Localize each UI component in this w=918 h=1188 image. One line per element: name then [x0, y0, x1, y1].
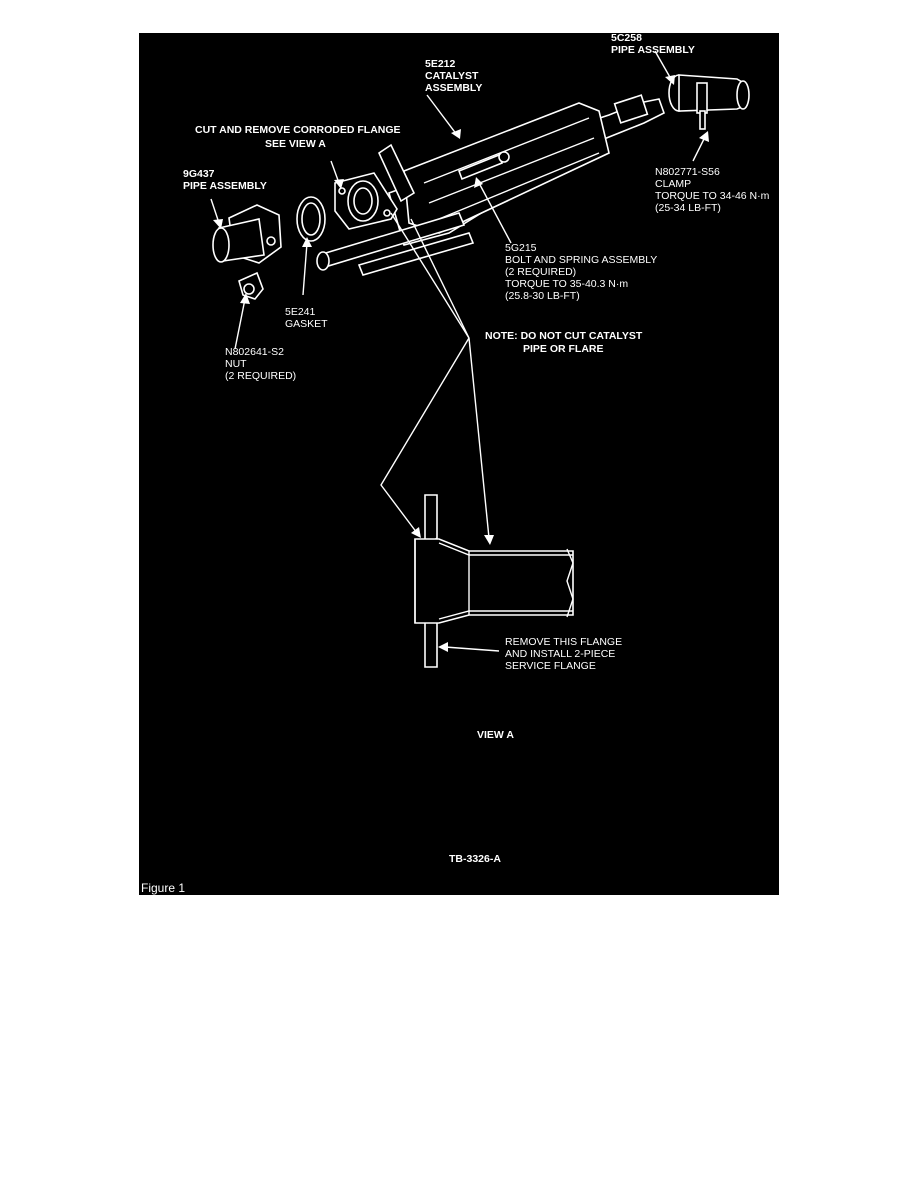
catalyst-5e212-drawing [316, 94, 665, 276]
label-line: 9G437 [183, 168, 215, 180]
label-line: PIPE ASSEMBLY [611, 44, 695, 56]
label-cut-flange: CUT AND REMOVE CORRODED FLANGE [195, 124, 401, 136]
pipe-9g437-drawing [212, 204, 282, 264]
label-gasket-5e241: 5E241 GASKET [285, 306, 328, 330]
gasket-5e241-drawing [296, 196, 326, 242]
pipe-5c258-drawing [668, 74, 750, 130]
label-line: (2 REQUIRED) [225, 370, 296, 382]
label-note: NOTE: DO NOT CUT CATALYST PIPE OR FLARE [485, 330, 643, 355]
label-line: (25.8-30 LB-FT) [505, 290, 580, 302]
label-line: TORQUE TO 34-46 N·m [655, 190, 770, 202]
label-line: REMOVE THIS FLANGE [505, 636, 622, 648]
label-line: CLAMP [655, 178, 691, 190]
label-see-view: SEE VIEW A [265, 138, 326, 150]
label-line: (25-34 LB-FT) [655, 202, 721, 214]
label-line: NUT [225, 358, 247, 370]
label-line: (2 REQUIRED) [505, 266, 576, 278]
label-line: BOLT AND SPRING ASSEMBLY [505, 254, 657, 266]
label-remove-flange: REMOVE THIS FLANGE AND INSTALL 2-PIECE S… [505, 636, 622, 672]
figure-code: TB-3326-A [449, 853, 501, 865]
label-line: N802641-S2 [225, 346, 284, 358]
label-line: NOTE: DO NOT CUT CATALYST [485, 330, 643, 342]
label-line: 5E212 [425, 58, 456, 70]
view-a-title: VIEW A [477, 729, 514, 741]
label-line: 5G215 [505, 242, 537, 254]
label-line: ASSEMBLY [425, 82, 482, 94]
label-nut: N802641-S2 NUT (2 REQUIRED) [225, 346, 296, 382]
figure-caption: Figure 1 [141, 881, 185, 895]
diagram-svg: 5C258 PIPE ASSEMBLY 5E212 CATALYST ASSEM… [141, 33, 770, 895]
label-clamp: N802771-S56 CLAMP TORQUE TO 34-46 N·m (2… [655, 166, 770, 214]
label-pipe-5c258: 5C258 PIPE ASSEMBLY [611, 33, 695, 56]
label-line: AND INSTALL 2-PIECE [505, 648, 615, 660]
exhaust-diagram-figure: 5C258 PIPE ASSEMBLY 5E212 CATALYST ASSEM… [139, 33, 779, 895]
label-line: SERVICE FLANGE [505, 660, 596, 672]
leader-lines-upper [210, 50, 709, 545]
label-line: TORQUE TO 35-40.3 N·m [505, 278, 628, 290]
label-line: 5C258 [611, 33, 642, 44]
corroded-flange-drawing [334, 172, 398, 230]
nut-n802641-drawing [238, 271, 264, 300]
label-pipe-9g437: 9G437 PIPE ASSEMBLY [183, 168, 267, 192]
label-line: CATALYST [425, 70, 479, 82]
label-line: PIPE ASSEMBLY [183, 180, 267, 192]
label-bolt-5g215: 5G215 BOLT AND SPRING ASSEMBLY (2 REQUIR… [505, 242, 657, 302]
label-line: 5E241 [285, 306, 316, 318]
label-line: N802771-S56 [655, 166, 720, 178]
label-catalyst-5e212: 5E212 CATALYST ASSEMBLY [425, 58, 482, 94]
label-line: PIPE OR FLARE [523, 343, 604, 355]
label-line: GASKET [285, 318, 328, 330]
view-a-detail-drawing [414, 494, 574, 668]
